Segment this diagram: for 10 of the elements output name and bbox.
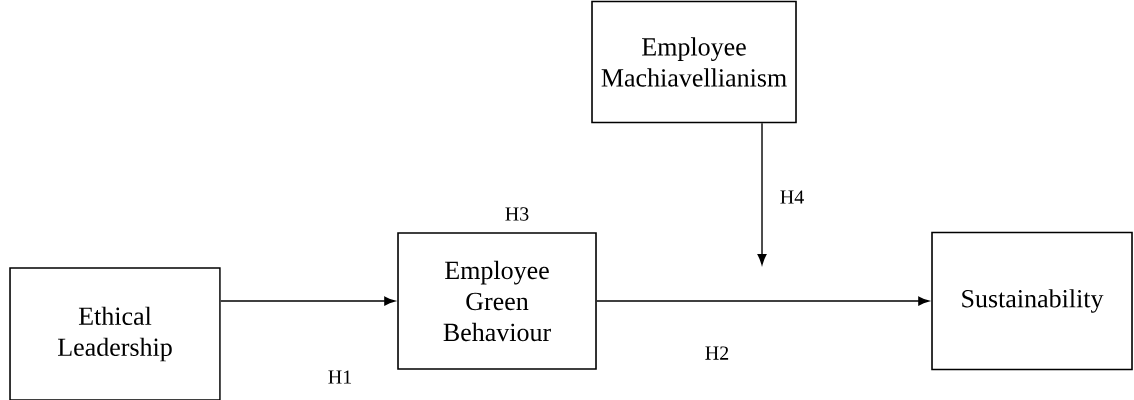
arrow <box>220 296 396 306</box>
edge-label: H1 <box>328 370 352 384</box>
edge-label: H2 <box>705 346 729 360</box>
edge-label: H4 <box>780 190 804 204</box>
concept-box: Sustainability <box>931 231 1133 371</box>
arrow <box>596 296 930 306</box>
concept-box: Employee Green Behaviour <box>397 232 597 370</box>
arrow <box>757 122 767 265</box>
concept-box: Ethical Leadership <box>9 267 221 400</box>
concept-box: Employee Machiavellianism <box>591 0 797 124</box>
